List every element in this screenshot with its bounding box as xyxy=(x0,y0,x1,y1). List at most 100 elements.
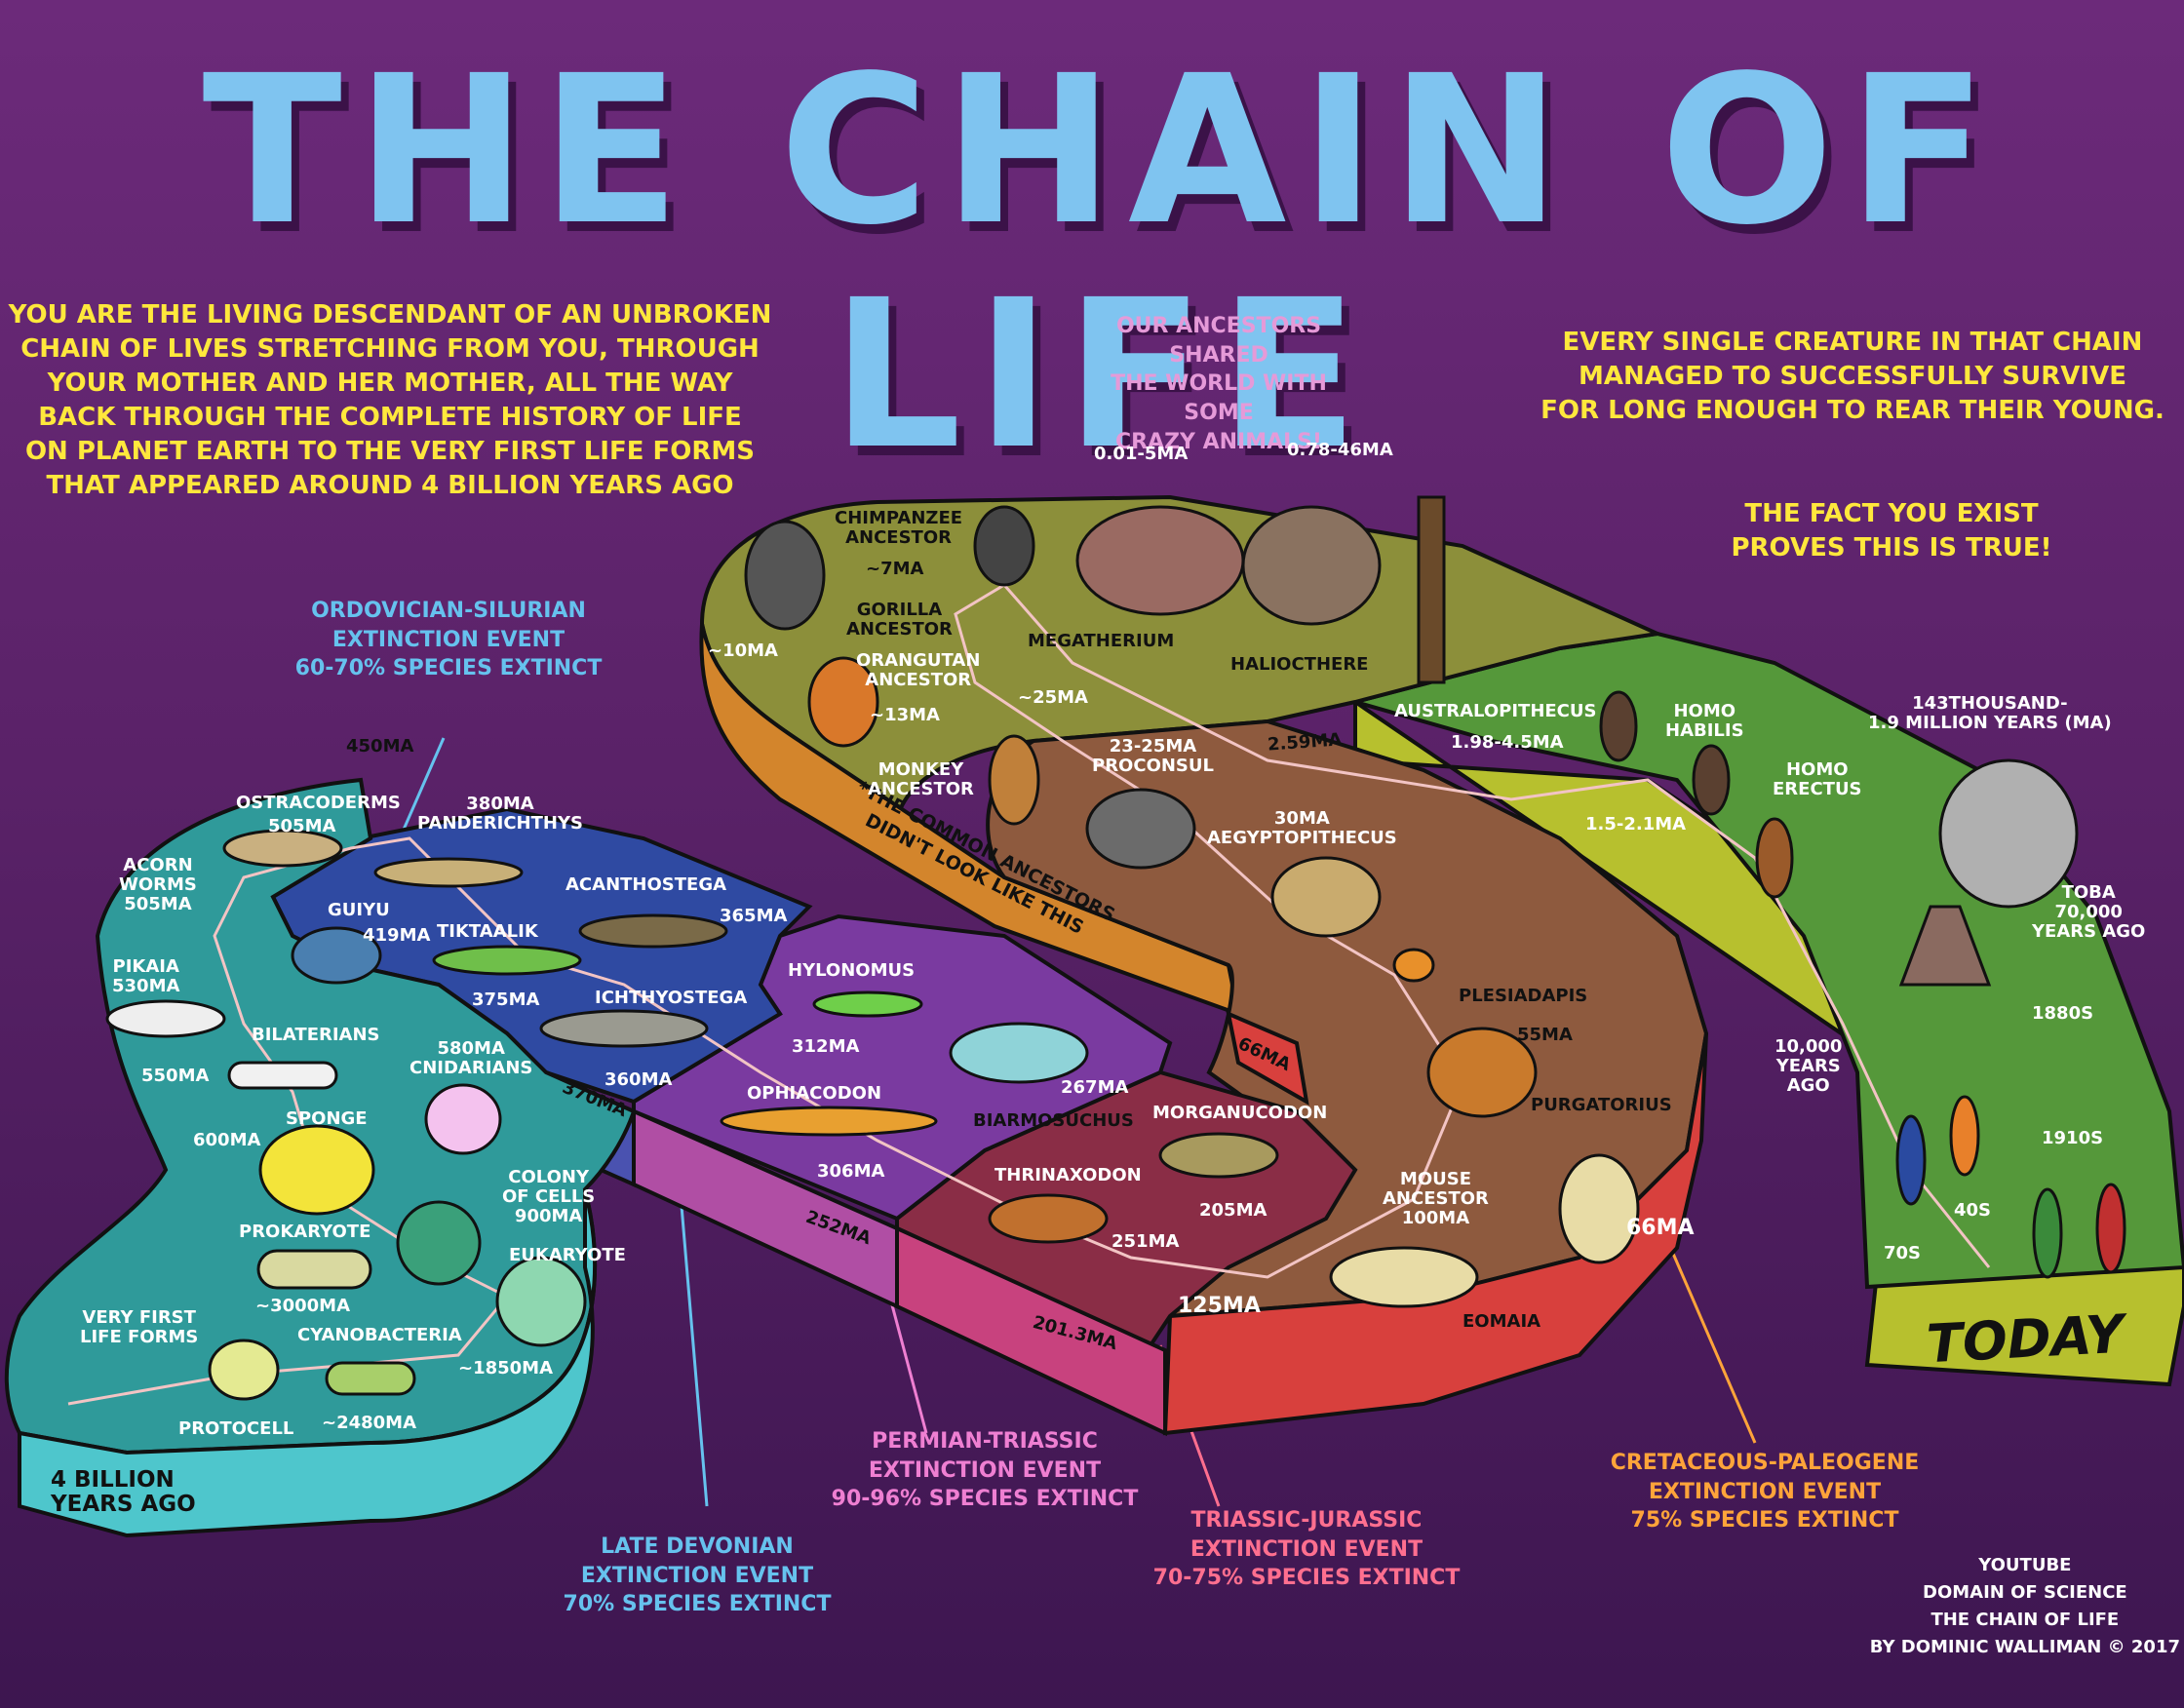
pikaia-icon xyxy=(105,999,226,1038)
label-198: 1.98-4.5Ma xyxy=(1451,732,1564,753)
band-orange-side xyxy=(699,623,1241,1018)
label-thrinaxodon: THRINAXODON xyxy=(994,1165,1142,1185)
band-teal-side xyxy=(18,1188,597,1538)
label-megatherium-age: 0.01-5Ma xyxy=(1094,444,1189,464)
label-25: ~25Ma xyxy=(1018,687,1088,708)
connector-permian xyxy=(885,1286,928,1434)
proconsul-icon xyxy=(1085,788,1196,870)
label-13: ~13Ma xyxy=(870,705,940,725)
cyanobacteria-icon xyxy=(325,1361,416,1396)
label-ophiacodon: OPHIACODON xyxy=(747,1083,882,1104)
label-monkey: MONKEY ANCESTOR xyxy=(868,759,974,799)
label-tiktaalik: TIKTAALIK xyxy=(437,921,538,942)
label-55: 55Ma xyxy=(1517,1025,1573,1045)
label-30: 30Ma AEGYPTOPITHECUS xyxy=(1207,808,1397,848)
label-125: 125Ma xyxy=(1178,1294,1261,1318)
band-red-small xyxy=(1226,1010,1309,1106)
label-erectus: HOMO ERECTUS xyxy=(1773,759,1862,799)
tree-icon xyxy=(1417,495,1446,684)
cretaceous-extinction: CRETACEOUS-PALEOGENE EXTINCTION EVENT 75… xyxy=(1610,1451,1920,1533)
label-2480: ~2480Ma xyxy=(322,1413,417,1433)
label-sponge: SPONGE xyxy=(286,1108,368,1129)
label-megatherium: MEGATHERIUM xyxy=(1028,631,1175,651)
label-morganucodon: MORGANUCODON xyxy=(1152,1103,1328,1123)
purgatorius-icon xyxy=(1558,1153,1640,1264)
label-toba: TOBA 70,000 YEARS AGO xyxy=(2032,882,2146,942)
devonian-extinction: LATE DEVONIAN EXTINCTION EVENT 70% SPECI… xyxy=(563,1534,832,1617)
thrinaxodon-icon xyxy=(988,1193,1109,1244)
label-mouse: MOUSE ANCESTOR 100Ma xyxy=(1383,1169,1489,1228)
biarmosuchus-icon xyxy=(949,1022,1089,1084)
label-prokaryote: PROKARYOTE xyxy=(239,1222,371,1242)
label-ichthyostega: ICHTHYOSTEGA xyxy=(595,988,748,1008)
label-312: 312Ma xyxy=(792,1036,860,1057)
label-start: 4 BILLION YEARS AGO xyxy=(51,1467,196,1518)
hylonomus-icon xyxy=(812,990,923,1018)
australopithecus-icon xyxy=(1599,690,1638,762)
permian-extinction: PERMIAN-TRIASSIC EXTINCTION EVENT 90-96%… xyxy=(831,1429,1139,1512)
band-red-side xyxy=(1162,1032,1708,1436)
creature-icons xyxy=(105,495,2126,1401)
sponge-icon xyxy=(258,1124,375,1216)
label-450: 450Ma xyxy=(346,736,414,757)
eukaryote-icon xyxy=(495,1256,587,1347)
plesiadapis-icon xyxy=(1426,1027,1538,1118)
label-419: 419Ma xyxy=(363,925,431,946)
panderichthys-icon xyxy=(373,857,524,888)
label-panderichthys: 380Ma PANDERICHTHYS xyxy=(417,794,583,834)
meteor-icon xyxy=(1392,948,1435,983)
label-10: ~10Ma xyxy=(708,640,778,661)
label-australopithecus: AUSTRALOPITHECUS xyxy=(1394,701,1597,721)
label-haliocthere-age: 0.78-46Ma xyxy=(1287,440,1393,460)
label-306: 306Ma xyxy=(817,1161,885,1182)
morganucodon-icon xyxy=(1158,1132,1279,1179)
ordovician-extinction: ORDOVICIAN-SILURIAN EXTINCTION EVENT 60-… xyxy=(294,599,603,681)
haliocthere-icon xyxy=(1241,505,1382,626)
label-haliocthere: HALIOCTHERE xyxy=(1230,654,1369,675)
prokaryote-icon xyxy=(256,1249,372,1290)
label-3000: ~3000Ma xyxy=(255,1296,351,1316)
label-biarmosuchus: BIARMOSUCHUS xyxy=(973,1110,1134,1131)
credit: YOUTUBE DOMAIN OF SCIENCE THE CHAIN OF L… xyxy=(1869,1555,2180,1657)
label-acorn: ACORN WORMS 505Ma xyxy=(119,855,197,914)
protocell-icon xyxy=(208,1339,280,1401)
eomaia-icon xyxy=(1329,1246,1479,1308)
chimp-icon xyxy=(973,505,1035,587)
ostracoderm-icon xyxy=(222,829,343,868)
megatherium-icon xyxy=(1075,505,1245,616)
crazy-animals-note: OUR ANCESTORS SHARED THE WORLD WITH SOME… xyxy=(1111,314,1327,454)
label-pikaia: PIKAIA 530Ma xyxy=(112,956,180,996)
label-very-first: VERY FIRST LIFE FORMS xyxy=(80,1307,199,1347)
label-40: 40s xyxy=(1954,1200,1992,1221)
intro-text: YOU ARE THE LIVING DESCENDANT OF AN UNBR… xyxy=(8,300,772,501)
label-ostracoderms: OSTRACODERMS xyxy=(236,793,401,813)
today-label: TODAY xyxy=(1925,1302,2126,1376)
gorilla-icon xyxy=(744,520,826,631)
label-eukaryote: EUKARYOTE xyxy=(509,1245,626,1265)
acanthostega-icon xyxy=(578,913,728,949)
human-40s-icon xyxy=(1949,1095,1980,1177)
guiyu-icon xyxy=(291,926,382,985)
label-365: 365Ma xyxy=(720,906,788,926)
label-7: ~7Ma xyxy=(866,559,924,579)
bilaterian-icon xyxy=(227,1061,338,1090)
habilis-icon xyxy=(1692,744,1731,816)
volcano-icon xyxy=(1898,905,1992,987)
label-1910: 1910s xyxy=(2042,1128,2104,1148)
page-title: THE CHAIN OF LIFE xyxy=(202,31,2002,494)
tiktaalik-icon xyxy=(432,945,582,976)
label-acanthostega: ACANTHOSTEGA xyxy=(566,874,727,895)
label-habilis: HOMO HABILIS xyxy=(1665,701,1744,741)
label-plesiadapis: PLESIADAPIS xyxy=(1459,986,1588,1006)
colony-icon xyxy=(396,1200,482,1286)
label-360: 360Ma xyxy=(604,1069,673,1090)
cnidarian-icon xyxy=(424,1083,502,1155)
label-205: 205Ma xyxy=(1199,1200,1268,1221)
human-1970s-icon xyxy=(1895,1114,1927,1206)
label-bilaterians: BILATERIANS xyxy=(252,1025,380,1045)
label-267: 267Ma xyxy=(1061,1077,1129,1098)
label-580: 580Ma CNIDARIANS xyxy=(410,1038,533,1078)
aegyptopithecus-icon xyxy=(1270,856,1382,938)
label-66b: 66Ma xyxy=(1626,1216,1695,1240)
